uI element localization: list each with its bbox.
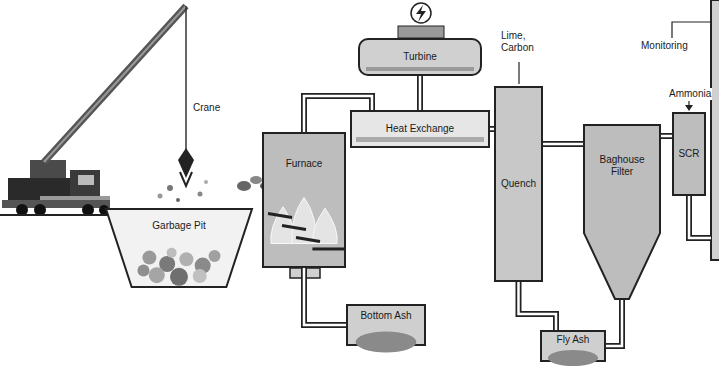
pipe — [661, 136, 672, 137]
garbage-pit: Garbage Pit — [105, 208, 253, 288]
quench-tower: Quench — [494, 86, 543, 282]
pipe — [304, 268, 346, 325]
pipe-bore — [519, 282, 557, 330]
node-label: SCR — [676, 148, 701, 160]
pipe-wall — [543, 141, 583, 147]
pipe-bore — [490, 128, 494, 131]
node-label: Heat Exchange — [384, 123, 456, 135]
pipe-bore — [419, 76, 422, 110]
crane-label: Crane — [192, 102, 221, 114]
pipe — [543, 144, 583, 145]
node-label: Furnace — [284, 158, 325, 170]
pipe — [606, 300, 622, 346]
pipe-wall — [606, 300, 622, 346]
pipe-wall — [519, 282, 557, 330]
pipe-bore — [661, 135, 672, 138]
turbine-box: Turbine — [358, 38, 482, 76]
node-label: Garbage Pit — [150, 220, 207, 232]
heat-exchanger-box: Heat Exchange — [350, 110, 490, 148]
node-label: Quench — [499, 178, 538, 190]
node-label: Baghouse Filter — [589, 154, 655, 177]
node-label: Fly Ash — [555, 334, 592, 346]
monitor-label: Monitoring — [640, 40, 689, 52]
feed-label: Lime, Carbon — [500, 30, 546, 53]
pipe — [490, 129, 494, 130]
pipe-bore — [304, 268, 346, 325]
pipe-wall — [417, 76, 423, 110]
pipe-wall — [661, 133, 672, 139]
baghouse-filter: Baghouse Filter — [583, 124, 661, 300]
crane-boom — [44, 6, 194, 186]
ash-bin: Fly Ash — [540, 330, 606, 362]
feed-line — [518, 62, 519, 84]
pipe-bore — [606, 300, 622, 346]
crane-truck — [0, 160, 110, 216]
pipe-wall — [304, 268, 346, 325]
ash-bin: Bottom Ash — [346, 304, 426, 346]
feed-arrowhead — [685, 105, 693, 111]
pipe-bore — [543, 143, 583, 146]
feed-label: Ammonia — [668, 88, 712, 100]
furnace-box-outline — [262, 132, 346, 268]
leader-line — [672, 22, 711, 38]
pipe-wall — [490, 126, 494, 132]
stack-pipe — [689, 196, 711, 238]
stack — [711, 0, 719, 260]
node-label: Bottom Ash — [358, 310, 413, 322]
baghouse-filter-outline — [583, 124, 661, 300]
pipe — [420, 76, 421, 110]
garbage-chunks — [158, 176, 273, 202]
furnace-box: Furnace — [262, 132, 346, 268]
scr-unit: SCR — [672, 112, 706, 196]
pipe — [519, 282, 557, 330]
power-symbol — [398, 3, 444, 38]
node-label: Turbine — [401, 51, 439, 63]
